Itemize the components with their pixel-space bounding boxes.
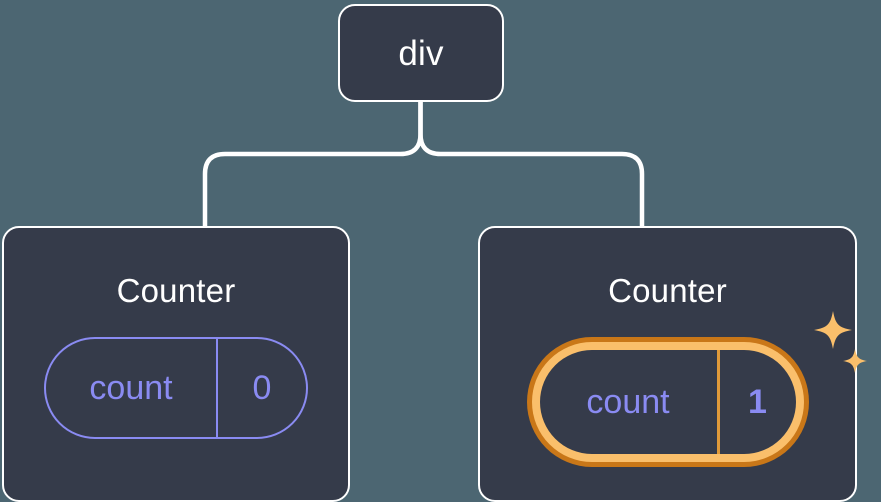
tree-node-counter-right[interactable]: Counter count 1 (478, 226, 867, 502)
state-pill-highlight-ring: count 1 (526, 337, 809, 467)
state-key: count (586, 383, 670, 421)
state-key: count (89, 369, 173, 407)
tree-node-counter-left[interactable]: Counter count 0 (2, 226, 350, 502)
state-pill[interactable]: count 1 (539, 350, 796, 454)
node-label: Counter (608, 272, 727, 309)
state-pill-highlight-inner-ring: count 1 (531, 342, 804, 462)
sparkle-group (813, 311, 867, 373)
state-value: 0 (216, 339, 306, 437)
node-label: Counter (116, 272, 236, 309)
node-label: div (398, 33, 444, 73)
sparkle-icon (813, 311, 852, 349)
state-pill-wrapper: count 1 (526, 311, 867, 467)
state-pill-wrapper: count 0 (44, 337, 308, 439)
state-pill[interactable]: count 0 (44, 337, 308, 439)
state-value: 1 (716, 350, 796, 454)
tree-node-div[interactable]: div (338, 4, 504, 102)
sparkle-icon (842, 349, 867, 373)
